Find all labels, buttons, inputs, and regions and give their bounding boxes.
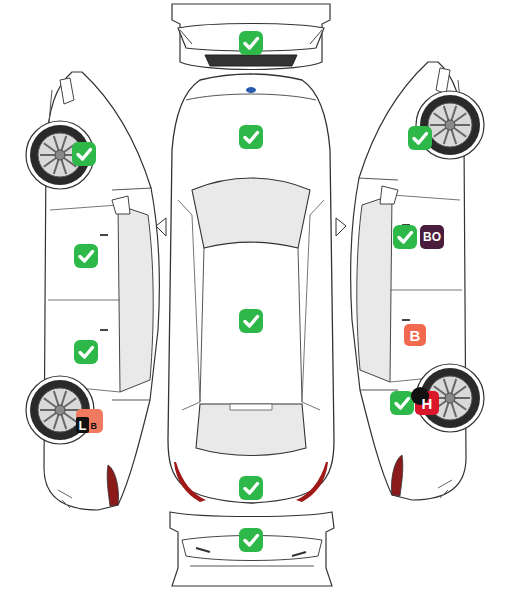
damage-badge: BO: [420, 225, 444, 249]
wheel: [416, 364, 484, 432]
damage-badge: H: [415, 391, 439, 415]
damage-badge: B: [404, 324, 426, 346]
damage-badge: LB: [76, 409, 103, 433]
badge-letter: B: [90, 422, 97, 433]
badge-letter: B: [410, 328, 421, 343]
front-bumper-view: [172, 4, 330, 70]
badge-letter: L: [76, 417, 90, 433]
wheels: [26, 91, 484, 444]
top-view: [156, 74, 346, 503]
rear-bumper-view: [170, 512, 334, 586]
right-side-view: [351, 62, 466, 500]
badge-letter: BO: [423, 231, 441, 243]
badge-letter: H: [422, 396, 433, 411]
check-marks: [72, 31, 432, 552]
